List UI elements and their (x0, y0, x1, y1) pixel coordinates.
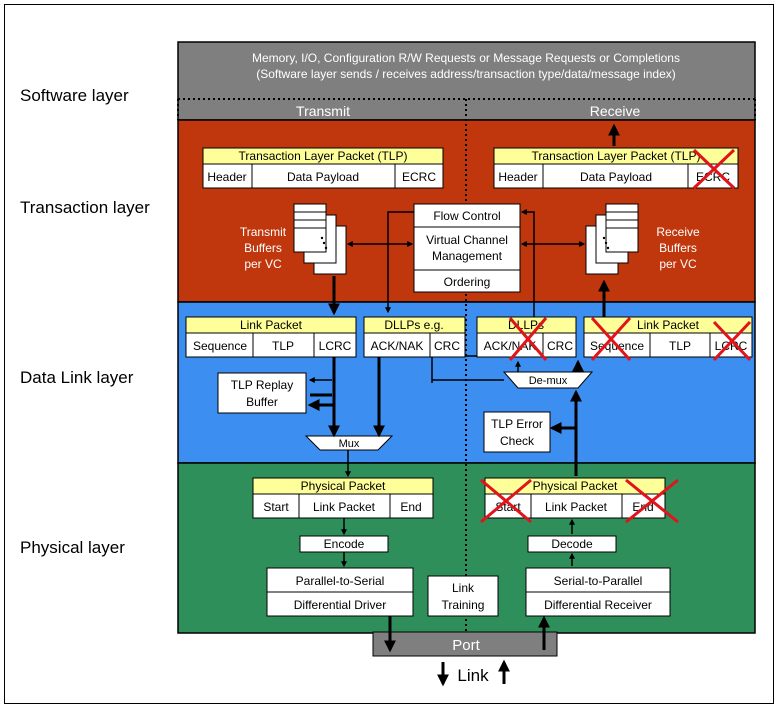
decode-label: Decode (551, 537, 593, 551)
link-training-line1: Link (452, 581, 475, 595)
demux-label: De-mux (529, 375, 568, 387)
tx-dllp-acknak: ACK/NAK (371, 339, 424, 353)
tx-physical-packet: Physical Packet Start Link Packet End (252, 477, 434, 519)
data-link-arrows (307, 357, 584, 478)
software-text-line1: Memory, I/O, Configuration R/W Requests … (252, 51, 680, 65)
tx-dllp-crc: CRC (434, 339, 460, 353)
tlp-error-check: TLP Error Check (483, 411, 551, 453)
rx-dllp-title: DLLPs (508, 318, 544, 332)
tx-buffers-line3: per VC (244, 257, 282, 271)
diff-driver-label: Differential Driver (294, 598, 386, 612)
encode-label: Encode (324, 537, 365, 551)
mux-block: Mux (304, 435, 394, 451)
tx-tlp-ecrc: ECRC (402, 170, 436, 184)
tx-link-lcrc: LCRC (319, 339, 352, 353)
tx-link-packet-title: Link Packet (240, 318, 303, 332)
rx-ecrc-cross (692, 148, 736, 190)
rx-buffers-line2: Buffers (659, 241, 697, 255)
tx-buffers-icon (293, 203, 347, 275)
tx-tlp-payload: Data Payload (287, 170, 359, 184)
tx-buffers-line1: Transmit (240, 225, 287, 239)
vc-mgmt-line1: Virtual Channel (426, 233, 508, 247)
transaction-layer-label: Transaction layer (20, 198, 150, 217)
error-check-line2: Check (500, 434, 535, 448)
flow-control-block: Flow Control Virtual Channel Management … (413, 203, 521, 293)
port-label: Port (452, 637, 480, 654)
flow-control-label: Flow Control (433, 209, 500, 223)
encode-block: Encode (299, 535, 389, 553)
data-link-layer-label: Data Link layer (20, 368, 134, 387)
data-link-crosses (508, 316, 752, 362)
transmit-label: Transmit (296, 103, 350, 119)
tx-physical-title: Physical Packet (301, 479, 386, 493)
physical-layer-label: Physical layer (20, 538, 125, 557)
rx-link-packet-title: Link Packet (637, 318, 700, 332)
tx-physical-link-packet: Link Packet (313, 500, 376, 514)
tx-physical-end: End (400, 500, 421, 514)
tx-buffers-line2: Buffers (244, 241, 282, 255)
rx-physical-title: Physical Packet (533, 479, 618, 493)
figure-frame (4, 4, 774, 704)
tx-physical-start: Start (263, 500, 289, 514)
rx-deserializer-block: Serial-to-Parallel Differential Receiver (525, 567, 671, 617)
tx-dllp-title: DLLPs e.g. (384, 318, 443, 332)
demux-block: De-mux (502, 371, 594, 389)
replay-line2: Buffer (246, 395, 278, 409)
s2p-label: Serial-to-Parallel (554, 574, 643, 588)
rx-tlp-ecrc: ECRC (696, 170, 730, 184)
rx-link-tlp: TLP (669, 339, 691, 353)
error-check-line1: TLP Error (491, 417, 543, 431)
p2s-label: Parallel-to-Serial (296, 574, 385, 588)
replay-line1: TLP Replay (231, 378, 293, 392)
receive-label: Receive (590, 103, 641, 119)
physical-arrows (341, 470, 578, 687)
software-layer-label: Software layer (20, 86, 129, 105)
tx-dllp-packet: DLLPs e.g. ACK/NAK CRC (363, 316, 466, 358)
rx-tlp-packet: Transaction Layer Packet (TLP) Header Da… (493, 147, 739, 189)
tx-tlp-title: Transaction Layer Packet (TLP) (239, 149, 408, 163)
tx-link-tlp: TLP (272, 339, 294, 353)
rx-dllp-crc: CRC (547, 339, 573, 353)
rx-buffers-icon (585, 203, 639, 275)
link-training-line2: Training (442, 598, 485, 612)
link-training-block: Link Training (427, 575, 499, 617)
tx-tlp-header: Header (207, 170, 246, 184)
port-block: Port (372, 631, 558, 657)
ordering-label: Ordering (444, 275, 491, 289)
software-layer-band (177, 41, 756, 121)
rx-buffers-line1: Receive (656, 225, 700, 239)
tx-link-packet: Link Packet Sequence TLP LCRC (185, 316, 357, 358)
link-label: Link (457, 666, 489, 685)
rx-tlp-header: Header (498, 170, 537, 184)
mux-label: Mux (339, 438, 360, 450)
physical-crosses (480, 478, 679, 524)
tx-serializer-block: Parallel-to-Serial Differential Driver (266, 567, 414, 617)
rx-buffers-line3: per VC (659, 257, 697, 271)
tx-tlp-packet: Transaction Layer Packet (TLP) Header Da… (202, 147, 444, 189)
rx-tlp-title: Transaction Layer Packet (TLP) (532, 149, 701, 163)
rx-physical-packet: Physical Packet Start Link Packet End (484, 477, 666, 519)
vc-mgmt-line2: Management (432, 249, 503, 263)
software-text-line2: (Software layer sends / receives address… (256, 67, 676, 81)
decode-block: Decode (527, 535, 617, 553)
rx-link-packet: Link Packet Sequence TLP LCRC (583, 316, 753, 358)
diff-receiver-label: Differential Receiver (544, 598, 652, 612)
rx-tlp-payload: Data Payload (580, 170, 652, 184)
tx-link-sequence: Sequence (193, 339, 247, 353)
tlp-replay-buffer: TLP Replay Buffer (217, 372, 307, 414)
rx-physical-link-packet: Link Packet (545, 500, 608, 514)
